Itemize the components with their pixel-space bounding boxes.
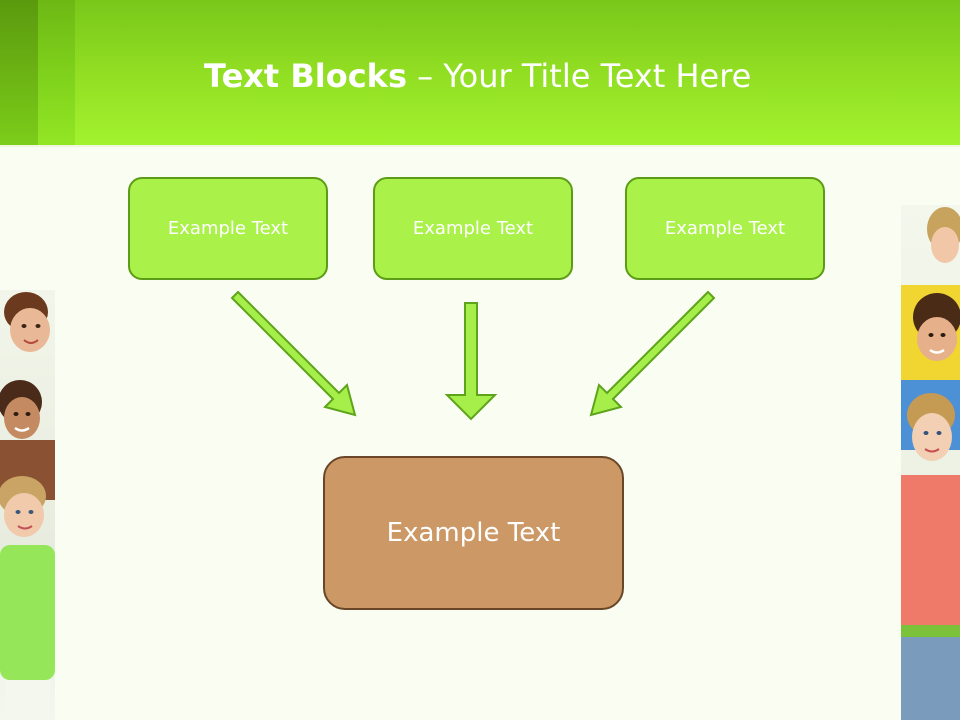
arrow-right-diagonal bbox=[589, 290, 716, 417]
arrow-left-diagonal bbox=[230, 290, 357, 417]
children-photo-right bbox=[901, 205, 960, 720]
children-photo-right-art bbox=[901, 207, 960, 720]
header-divider bbox=[0, 145, 960, 147]
title-bold-text: Text Blocks bbox=[204, 57, 407, 95]
text-block-top-center: Example Text bbox=[373, 177, 573, 280]
text-block-top-right: Example Text bbox=[625, 177, 825, 280]
header-band: Text Blocks – Your Title Text Here bbox=[0, 0, 960, 145]
text-block-label: Example Text bbox=[412, 218, 534, 239]
children-photo-left bbox=[0, 290, 55, 720]
title-rest-text: Your Title Text Here bbox=[443, 57, 752, 95]
arrow-center-down bbox=[444, 302, 498, 421]
slide-title: Text Blocks – Your Title Text Here bbox=[204, 56, 751, 96]
header-stripe-dark bbox=[0, 0, 38, 145]
title-dash: – bbox=[407, 57, 444, 95]
children-photo-left-art bbox=[0, 292, 55, 720]
text-block-result-label: Example Text bbox=[386, 518, 561, 548]
text-block-result: Example Text bbox=[323, 456, 624, 610]
text-block-label: Example Text bbox=[664, 218, 786, 239]
text-block-label: Example Text bbox=[167, 218, 289, 239]
text-block-top-left: Example Text bbox=[128, 177, 328, 280]
header-stripe-mid bbox=[38, 0, 75, 145]
